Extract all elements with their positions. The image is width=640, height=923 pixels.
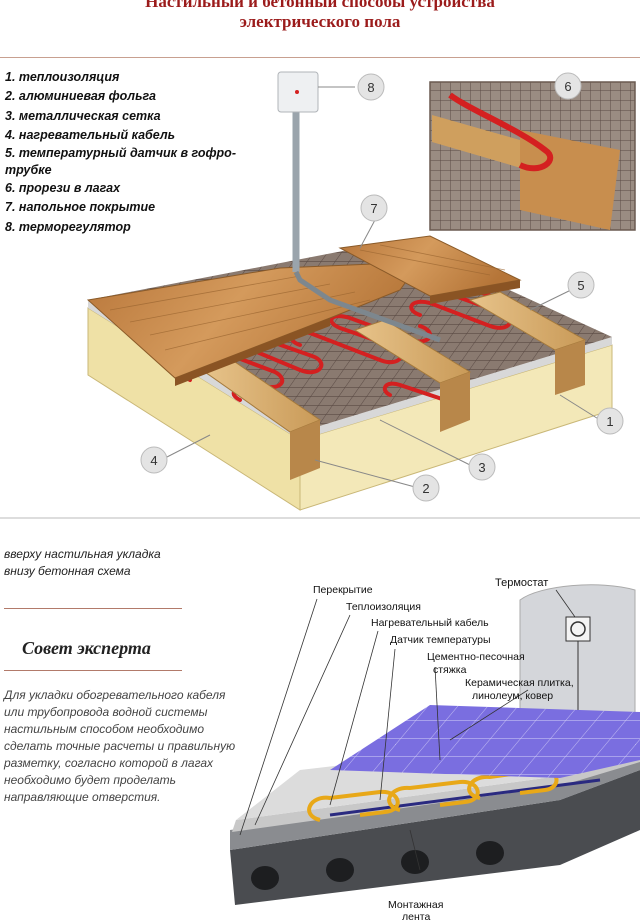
separator bbox=[4, 608, 182, 609]
callout-2 bbox=[412, 474, 440, 502]
page-title: Настильный и бетонный способы устройства… bbox=[0, 0, 640, 32]
insulation-layer bbox=[232, 752, 640, 832]
legend-item: 4. нагревательный кабель bbox=[5, 127, 176, 142]
callout-8 bbox=[357, 73, 385, 101]
title-line-1: Настильный и бетонный способы устройства bbox=[145, 0, 495, 11]
callout-4 bbox=[140, 446, 168, 474]
tile-floor bbox=[330, 705, 640, 778]
advice-text: Для укладки обогревательного кабеля или … bbox=[4, 688, 236, 804]
legend-item: 7. напольное покрытие bbox=[5, 200, 156, 215]
legend-item: 1. теплоизоляция bbox=[5, 70, 120, 84]
advice-title: Совет эксперта bbox=[22, 638, 151, 658]
legend-item: 2. алюминиевая фольга bbox=[5, 89, 156, 104]
label-heating-cable: Нагревательный кабель bbox=[371, 617, 489, 629]
label-tape-1: Монтажная bbox=[388, 899, 444, 911]
callout-1-text: 1 bbox=[606, 414, 613, 429]
callout-7 bbox=[360, 194, 388, 222]
label-thermostat: Термостат bbox=[495, 577, 549, 589]
label-temp-sensor: Датчик температуры bbox=[390, 634, 491, 646]
concrete-slab bbox=[230, 770, 640, 905]
callout-6 bbox=[554, 72, 582, 100]
callout-1 bbox=[596, 407, 624, 435]
legend-item: 3. металлическая сетка bbox=[5, 108, 161, 123]
callout-6-text: 6 bbox=[564, 79, 571, 94]
joists bbox=[203, 291, 587, 480]
wall bbox=[519, 584, 636, 831]
label-slab: Перекрытие bbox=[313, 584, 373, 596]
legend-item: 6. прорези в лагах bbox=[5, 181, 121, 196]
callout-2-text: 2 bbox=[422, 481, 429, 496]
caption: вверху настильная укладка внизу бетонная… bbox=[4, 546, 161, 580]
callout-8-text: 8 bbox=[367, 80, 374, 95]
legend-item: 8. терморегулятор bbox=[5, 219, 131, 234]
title-line-2: электрического пола bbox=[239, 12, 401, 31]
caption-line-2: внизу бетонная схема bbox=[4, 564, 131, 578]
thermostat-device bbox=[565, 616, 591, 642]
callout-4-text: 4 bbox=[150, 453, 157, 468]
label-tile-2: линолеум, ковер bbox=[472, 690, 554, 702]
label-tile-1: Керамическая плитка, bbox=[465, 677, 574, 689]
callout-3 bbox=[468, 453, 496, 481]
label-tape-2: лента bbox=[402, 911, 431, 923]
legend-item: 5. температурный датчик в гофро-трубке bbox=[5, 146, 236, 178]
label-insulation: Теплоизоляция bbox=[346, 601, 421, 613]
separator bbox=[4, 670, 182, 671]
caption-line-1: вверху настильная укладка bbox=[4, 547, 161, 561]
callout-5-text: 5 bbox=[577, 278, 584, 293]
screed-layer bbox=[236, 725, 640, 820]
callout-5 bbox=[567, 271, 595, 299]
label-screed-1: Цементно-песочная bbox=[427, 651, 525, 663]
legend-list: 1. теплоизоляция 2. алюминиевая фольга 3… bbox=[5, 68, 275, 237]
divider bbox=[0, 57, 640, 58]
label-screed-2: стяжка bbox=[433, 664, 467, 676]
callout-7-text: 7 bbox=[370, 201, 377, 216]
callout-3-text: 3 bbox=[478, 460, 485, 475]
top-diagram: 8 7 5 6 1 4 3 2 bbox=[0, 71, 640, 519]
slab-top bbox=[230, 760, 640, 850]
